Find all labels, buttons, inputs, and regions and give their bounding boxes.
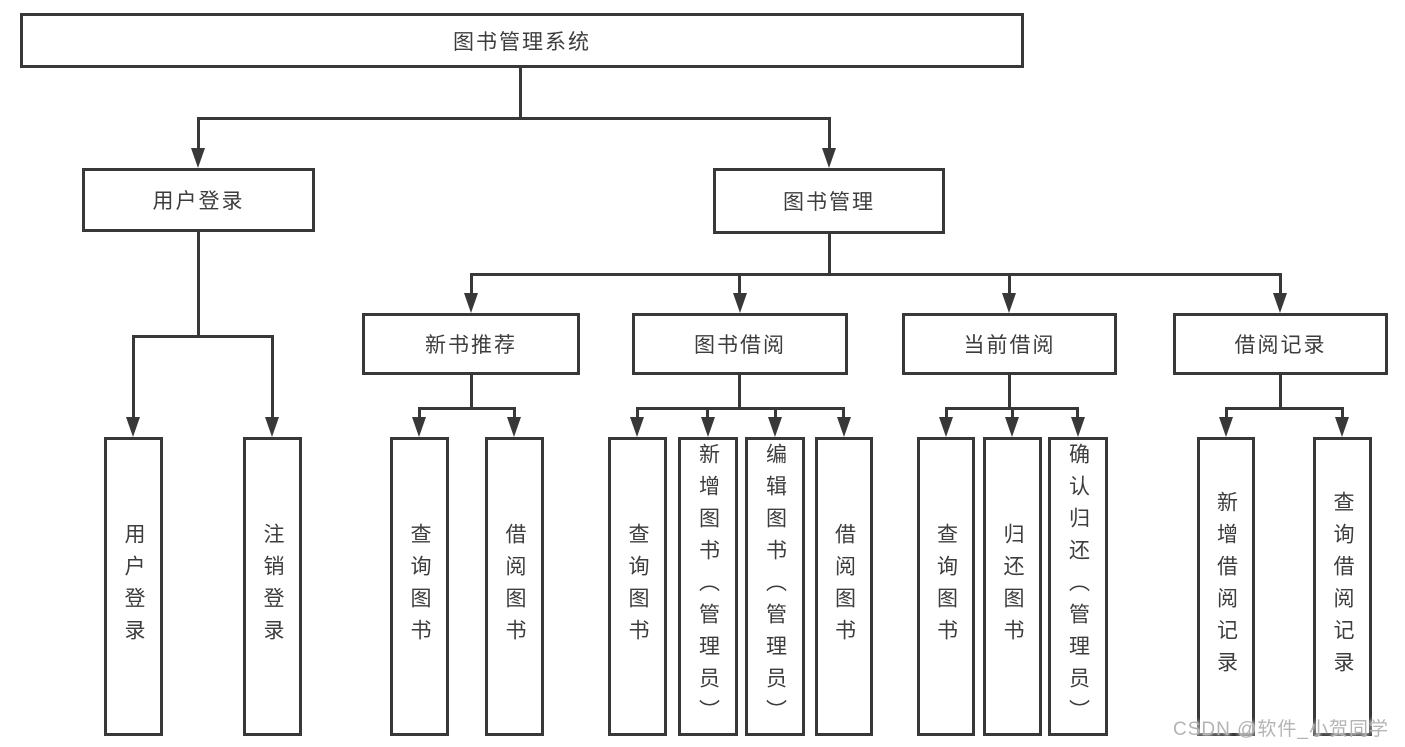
connector-line [1076,407,1079,419]
connector-line [738,273,741,295]
leaf-label: 新增借阅记录 [1214,490,1238,683]
connector-line [132,335,135,419]
leaf-query-books-recommend: 查询图书 [390,437,449,736]
arrowhead-down-icon [768,417,782,437]
leaf-add-borrow-record: 新增借阅记录 [1197,437,1255,736]
csdn-watermark: CSDN @软件_小贺同学 [1173,719,1389,740]
connector-line [1279,273,1282,295]
node-new-book-recommend: 新书推荐 [362,313,580,375]
arrowhead-down-icon [733,293,747,313]
arrowhead-down-icon [412,417,426,437]
arrowhead-down-icon [1219,417,1233,437]
arrowhead-down-icon [1335,417,1349,437]
connector-line [197,232,200,335]
connector-line [519,68,522,117]
leaf-label: 查询图书 [626,522,649,651]
node-user-login: 用户登录 [82,168,315,232]
arrowhead-down-icon [837,417,851,437]
node-current-borrow: 当前借阅 [902,313,1117,375]
arrowhead-down-icon [939,417,953,437]
arrowhead-down-icon [507,417,521,437]
connector-line [1008,273,1011,295]
arrowhead-down-icon [1002,293,1016,313]
leaf-label: 归还图书 [1001,522,1024,651]
connector-line [1279,375,1282,407]
connector-line [738,375,741,407]
arrowhead-down-icon [464,293,478,313]
connector-line [637,407,845,410]
leaf-label: 确认归还（管理员） [1066,442,1090,731]
leaf-label: 查询图书 [408,522,431,651]
leaf-label: 查询图书 [934,522,958,651]
node-book-borrow: 图书借阅 [632,313,848,375]
connector-line [271,335,274,419]
arrowhead-down-icon [822,148,836,168]
arrowhead-down-icon [1273,293,1287,313]
leaf-label: 借阅图书 [832,522,856,651]
connector-line [418,407,421,419]
arrowhead-down-icon [1005,417,1019,437]
connector-line [132,335,274,338]
arrowhead-down-icon [126,417,140,437]
connector-line [828,117,831,150]
arrowhead-down-icon [191,148,205,168]
leaf-logout: 注销登录 [243,437,302,736]
arrowhead-down-icon [701,417,715,437]
node-borrow-records: 借阅记录 [1173,313,1388,375]
arrowhead-down-icon [1071,417,1085,437]
leaf-label: 新增图书（管理员） [696,442,720,731]
connector-line [197,117,831,120]
leaf-label: 编辑图书（管理员） [763,442,787,731]
connector-line [774,407,777,419]
connector-line [470,375,473,407]
leaf-confirm-return-admin: 确认归还（管理员） [1048,437,1108,736]
leaf-return-books: 归还图书 [983,437,1042,736]
connector-line [636,407,639,419]
leaf-label: 注销登录 [261,522,284,651]
leaf-label: 用户登录 [122,522,145,651]
connector-line [828,234,831,273]
connector-line [1225,407,1228,419]
node-root-library-system: 图书管理系统 [20,13,1024,68]
leaf-label: 查询借阅记录 [1331,490,1354,683]
leaf-query-books-borrow: 查询图书 [608,437,667,736]
connector-line [470,273,473,295]
connector-line [513,407,516,419]
connector-line [1226,407,1343,410]
connector-line [197,117,200,150]
leaf-user-login: 用户登录 [104,437,163,736]
connector-line [706,407,709,419]
node-book-management: 图书管理 [713,168,945,234]
connector-line [842,407,845,419]
leaf-label: 借阅图书 [503,522,526,651]
leaf-borrow-books: 借阅图书 [815,437,873,736]
leaf-query-books-current: 查询图书 [917,437,975,736]
leaf-add-books-admin: 新增图书（管理员） [678,437,738,736]
connector-line [1008,375,1011,407]
connector-line [945,407,948,419]
connector-line [1341,407,1344,419]
leaf-borrow-books-recommend: 借阅图书 [485,437,544,736]
connector-line [419,407,515,410]
connector-line [1011,407,1014,419]
arrowhead-down-icon [265,417,279,437]
connector-line [470,273,1281,276]
leaf-query-borrow-record: 查询借阅记录 [1313,437,1372,736]
leaf-edit-books-admin: 编辑图书（管理员） [745,437,805,736]
arrowhead-down-icon [630,417,644,437]
